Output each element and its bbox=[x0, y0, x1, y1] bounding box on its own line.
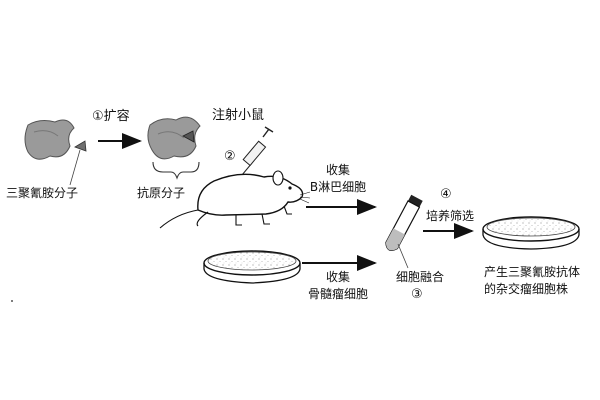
test-tube-icon bbox=[385, 194, 423, 251]
myeloma-petri-dish-icon bbox=[203, 250, 301, 284]
antigen-brace bbox=[152, 161, 200, 180]
hybridoma-petri-dish-icon bbox=[482, 216, 580, 250]
step3-label: ③ bbox=[411, 287, 423, 302]
melamine-molecule-icon bbox=[24, 119, 87, 160]
melamine-pointer-line bbox=[69, 149, 81, 186]
antigen-label: 抗原分子 bbox=[137, 186, 186, 200]
step1-expand-label: ①扩容 bbox=[92, 109, 130, 124]
step2-label: ② bbox=[224, 149, 236, 164]
myeloma-cell-label: 骨髓瘤细胞 bbox=[307, 287, 369, 301]
collect-b-label: 收集 bbox=[325, 163, 351, 177]
step4-label: ④ bbox=[440, 187, 452, 202]
inject-mouse-label: 注射小鼠 bbox=[212, 108, 265, 123]
result-label-line1: 产生三聚氰胺抗体 bbox=[484, 265, 581, 279]
screen-label: 培养筛选 bbox=[426, 209, 475, 223]
scan-speck bbox=[11, 300, 13, 302]
collect-myeloma-label: 收集 bbox=[325, 270, 351, 284]
fusion-label: 细胞融合 bbox=[396, 270, 445, 284]
syringe-icon bbox=[241, 126, 274, 176]
fusion-pointer-line bbox=[397, 243, 409, 269]
result-label-line2: 的杂交瘤细胞株 bbox=[484, 282, 569, 296]
mouse-icon bbox=[159, 170, 311, 229]
b-lymphocyte-label: B淋巴细胞 bbox=[309, 180, 367, 194]
melamine-label: 三聚氰胺分子 bbox=[6, 186, 79, 200]
antigen-molecule-icon bbox=[147, 116, 201, 160]
